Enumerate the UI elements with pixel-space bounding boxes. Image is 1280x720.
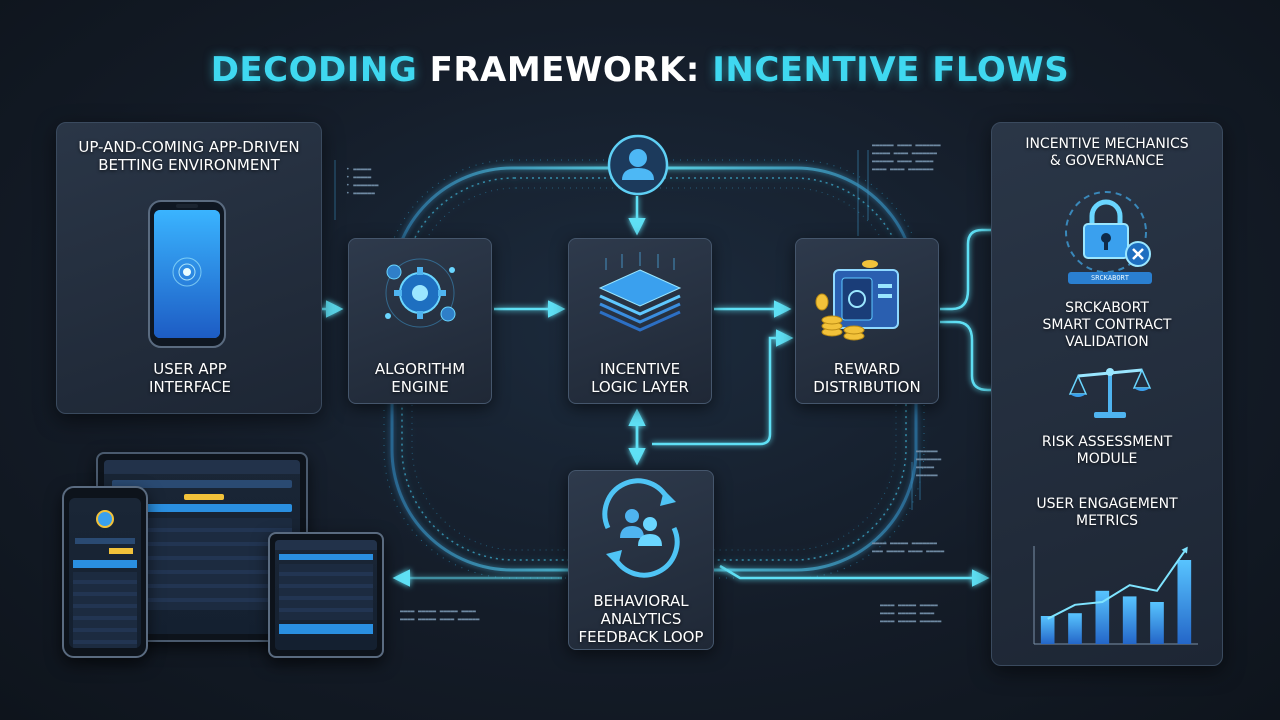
- user-app-interface-label: USER APP INTERFACE: [100, 360, 280, 396]
- chart-bar: [1040, 616, 1055, 644]
- flow-arrows: [272, 196, 1038, 587]
- smart-contract-line3: VALIDATION: [1065, 334, 1149, 350]
- algorithm-engine-node: [348, 238, 492, 404]
- algorithm-engine-line1: ALGORITHM: [374, 360, 466, 378]
- chart-trend-arrow: [1181, 546, 1188, 554]
- gears-icon: [374, 250, 466, 341]
- decorative-microtext-bottom-left: ▬▬▬▬ ▬▬▬▬▬ ▬▬▬▬▬ ▬▬▬▬ ▬▬▬▬ ▬▬▬▬▬ ▬▬▬▬ ▬▬…: [400, 608, 480, 623]
- decorative-microtext-bottom-right: ▬▬▬▬ ▬▬▬▬▬ ▬▬▬▬▬ ▬▬▬▬ ▬▬▬▬▬ ▬▬▬▬ ▬▬▬▬ ▬▬…: [880, 602, 942, 625]
- engagement-metrics-line2: METRICS: [1076, 513, 1138, 529]
- behavioral-analytics-line1: BEHAVIORAL: [593, 592, 689, 610]
- reward-distribution-line1: REWARD: [833, 360, 901, 378]
- app-environment-heading: UP-AND-COMING APP-DRIVEN BETTING ENVIRON…: [56, 138, 322, 174]
- reward-distribution-label: REWARD DISTRIBUTION: [795, 360, 939, 396]
- chart-trend-line: [1047, 551, 1186, 620]
- arrow-behavioral-to-metrics: [719, 564, 990, 587]
- decorative-microtext-left: • ▬▬▬▬▬ • ▬▬▬▬▬ • ▬▬▬▬▬▬▬ • ▬▬▬▬▬▬: [346, 166, 379, 197]
- engagement-metrics-line1: USER ENGAGEMENT: [1036, 496, 1178, 512]
- layered-chip-icon: [586, 250, 694, 347]
- incentive-logic-layer-line2: LOGIC LAYER: [591, 378, 689, 396]
- engagement-metrics-chart: [1033, 546, 1198, 645]
- behavioral-analytics-line2: ANALYTICS: [600, 610, 682, 628]
- user-app-interface-line2: INTERFACE: [149, 378, 231, 396]
- title-part-decoding: DECODING: [210, 50, 430, 90]
- smartphone-icon: [148, 200, 226, 353]
- risk-assessment-line1: RISK ASSESSMENT: [1041, 434, 1173, 450]
- governance-heading-line2: & GOVERNANCE: [1049, 153, 1165, 169]
- behavioral-analytics-line3: FEEDBACK LOOP: [578, 628, 704, 646]
- phone-mockup: [62, 486, 148, 658]
- chart-bar: [1095, 590, 1110, 644]
- smart-contract-line2: SMART CONTRACT: [1042, 317, 1172, 333]
- incentive-logic-layer-label: INCENTIVE LOGIC LAYER: [568, 360, 712, 396]
- risk-assessment-label: RISK ASSESSMENT MODULE: [991, 434, 1223, 468]
- algorithm-engine-line2: ENGINE: [391, 378, 449, 396]
- chart-bar: [1122, 596, 1137, 644]
- small-tablet-mockup: [268, 532, 384, 658]
- app-environment-heading-line1: UP-AND-COMING APP-DRIVEN: [78, 138, 300, 156]
- user-avatar-icon: [607, 134, 669, 201]
- user-app-interface-line1: USER APP: [153, 360, 227, 378]
- arrow-reward-to-governance: [940, 221, 1038, 311]
- phone-mockup-screen: [69, 498, 141, 648]
- arrow-reward-to-risk: [940, 320, 1038, 399]
- incentive-logic-layer-line1: INCENTIVE: [599, 360, 681, 378]
- chart-bar: [1177, 560, 1192, 644]
- lock-icon: [1056, 188, 1160, 281]
- risk-assessment-line2: MODULE: [1076, 451, 1138, 467]
- governance-heading: INCENTIVE MECHANICS & GOVERNANCE: [991, 136, 1223, 170]
- lock-badge: SRCKABORT: [1068, 272, 1152, 284]
- chart-bar: [1150, 602, 1164, 644]
- algorithm-engine-label: ALGORITHM ENGINE: [348, 360, 492, 396]
- circuit-traces: [334, 150, 921, 510]
- behavioral-analytics-label: BEHAVIORAL ANALYTICS FEEDBACK LOOP: [562, 592, 720, 646]
- behavioral-analytics-node: [568, 470, 714, 650]
- decorative-microtext-mid-right: ▬▬▬▬▬▬ ▬▬▬▬▬▬▬ ▬▬▬▬▬ ▬▬▬▬▬▬: [916, 448, 942, 479]
- balance-scale-icon: [1068, 362, 1152, 427]
- page-title: DECODING FRAMEWORK: INCENTIVE FLOWS: [0, 50, 1280, 90]
- decorative-microtext-top-right: ▬▬▬▬▬▬ ▬▬▬▬ ▬▬▬▬▬▬▬ ▬▬▬▬▬ ▬▬▬▬ ▬▬▬▬▬▬▬ ▬…: [872, 142, 941, 173]
- smart-contract-line1: SRCKABORT: [1065, 300, 1149, 316]
- reward-distribution-line2: DISTRIBUTION: [813, 378, 921, 396]
- chart-bar: [1068, 613, 1082, 644]
- cycle-people-icon: [588, 478, 694, 583]
- arrow-behavioral-to-reward: [652, 329, 794, 446]
- title-part-framework: FRAMEWORK:: [429, 50, 713, 90]
- engagement-metrics-label: USER ENGAGEMENT METRICS: [991, 496, 1223, 530]
- smart-contract-label: SRCKABORT SMART CONTRACT VALIDATION: [991, 300, 1223, 351]
- governance-heading-line1: INCENTIVE MECHANICS: [1025, 136, 1189, 152]
- title-part-incentive-flows: INCENTIVE FLOWS: [712, 50, 1070, 90]
- app-environment-heading-line2: BETTING ENVIRONMENT: [98, 156, 280, 174]
- vault-coins-icon: [808, 250, 920, 351]
- decorative-microtext-bottom: ▬▬▬▬ ▬▬▬▬▬ ▬▬▬▬▬▬▬ ▬▬▬ ▬▬▬▬▬ ▬▬▬▬ ▬▬▬▬▬: [872, 540, 945, 555]
- small-tablet-screen: [275, 540, 377, 650]
